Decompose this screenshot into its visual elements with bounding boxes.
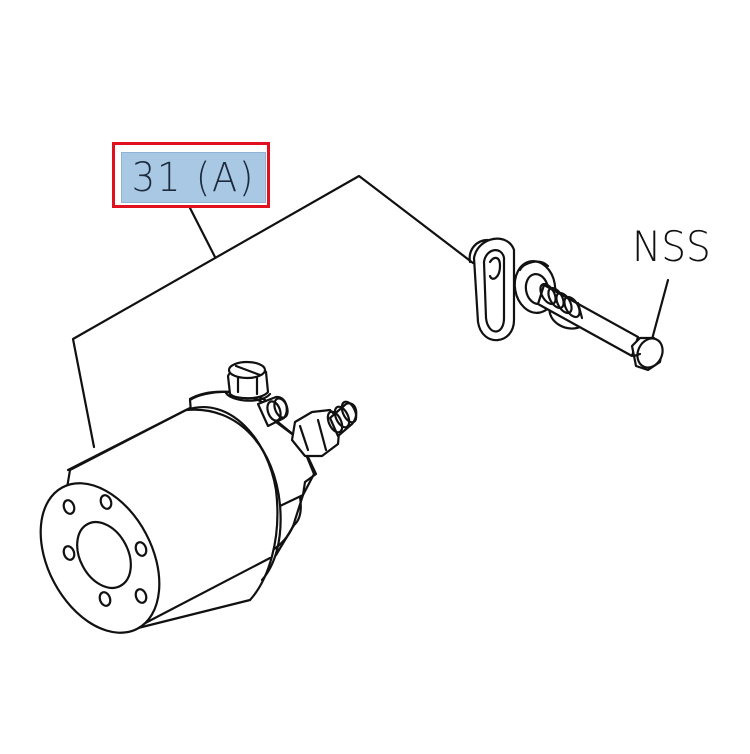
terminal-stud-small: [256, 395, 289, 428]
callout-highlight: 31 (A): [121, 152, 266, 203]
callout-label: 31 (A): [131, 154, 256, 201]
terminal-screw: [224, 360, 272, 402]
mounting-bolt: [536, 282, 664, 372]
terminal-stud-large: [290, 400, 358, 458]
callout-31a[interactable]: 31 (A): [112, 142, 270, 208]
leader-lines: [71, 174, 670, 449]
spring-washer-set: [468, 237, 584, 342]
solenoid-body: [39, 390, 318, 634]
nss-label[interactable]: NSS: [632, 222, 711, 271]
